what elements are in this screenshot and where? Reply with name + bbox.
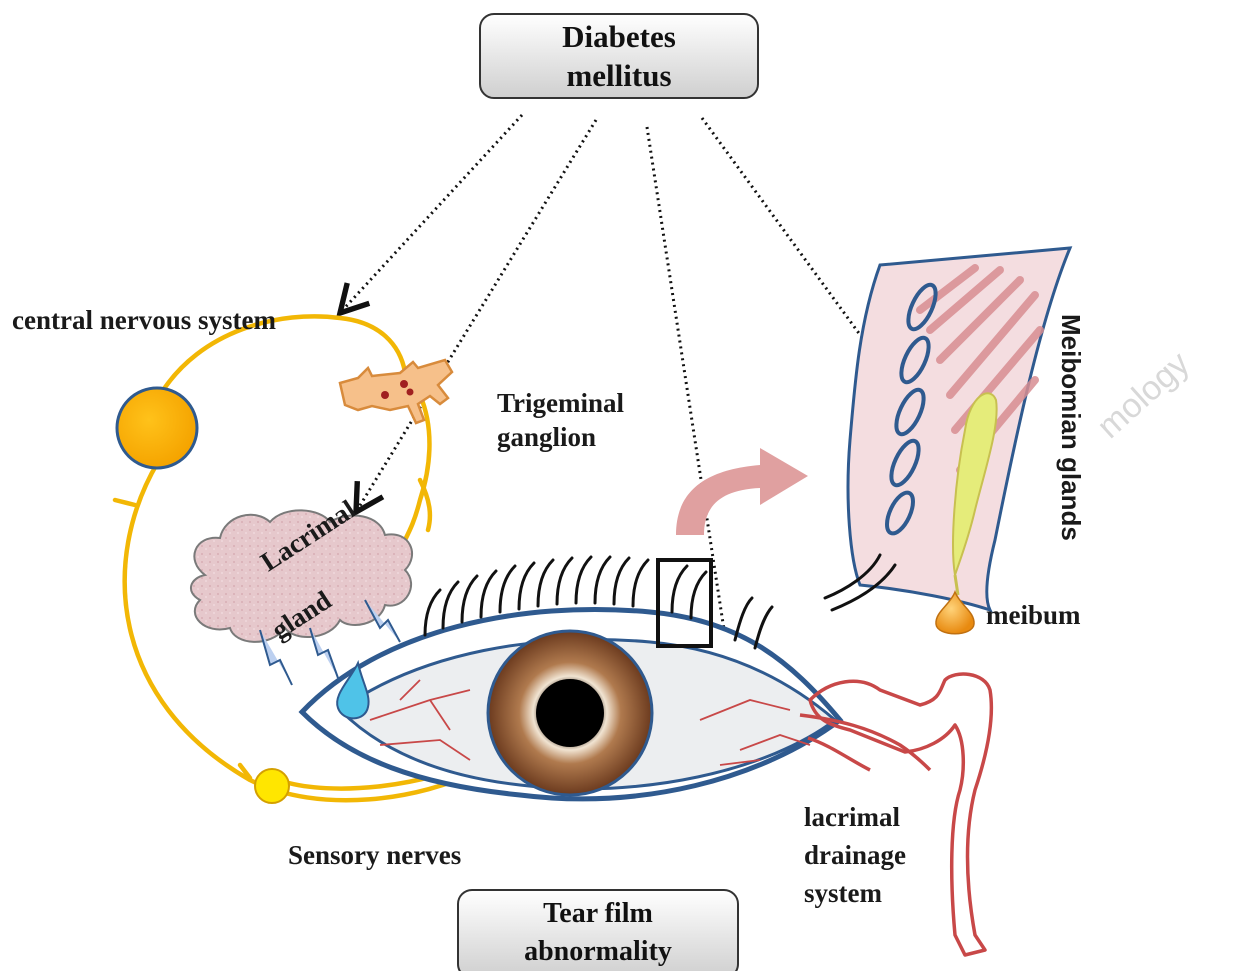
drainage-label-2: drainage <box>804 840 906 870</box>
trigeminal-label-2: ganglion <box>497 422 596 452</box>
tear-film-line1: Tear film <box>543 898 653 929</box>
pupil <box>536 679 604 747</box>
drainage-label-1: lacrimal <box>804 802 900 832</box>
diabetes-line1: Diabetes <box>562 19 676 54</box>
zoom-arrow <box>676 448 808 535</box>
cns-label: central nervous system <box>12 305 276 335</box>
sensory-ganglion <box>255 769 289 803</box>
trigeminal-ganglion-icon <box>340 360 452 423</box>
diabetes-line2: mellitus <box>566 58 671 93</box>
diabetes-box: Diabetes mellitus <box>480 14 758 98</box>
tear-film-box: Tear film abnormality <box>458 890 738 971</box>
drainage-label-3: system <box>804 878 882 908</box>
trigeminal-label-1: Trigeminal <box>497 388 624 418</box>
meibum-label: meibum <box>986 600 1081 630</box>
watermark-text: mology <box>1090 344 1197 446</box>
cns-neuron-circle <box>117 388 197 468</box>
sensory-nerves-label: Sensory nerves <box>288 840 461 870</box>
arrow-to-lacrimal-gland <box>356 120 596 512</box>
meibomian-label: Meibomian glands <box>1056 314 1086 541</box>
meibomian-gland-panel <box>825 248 1070 610</box>
tear-film-line2: abnormality <box>524 936 672 967</box>
